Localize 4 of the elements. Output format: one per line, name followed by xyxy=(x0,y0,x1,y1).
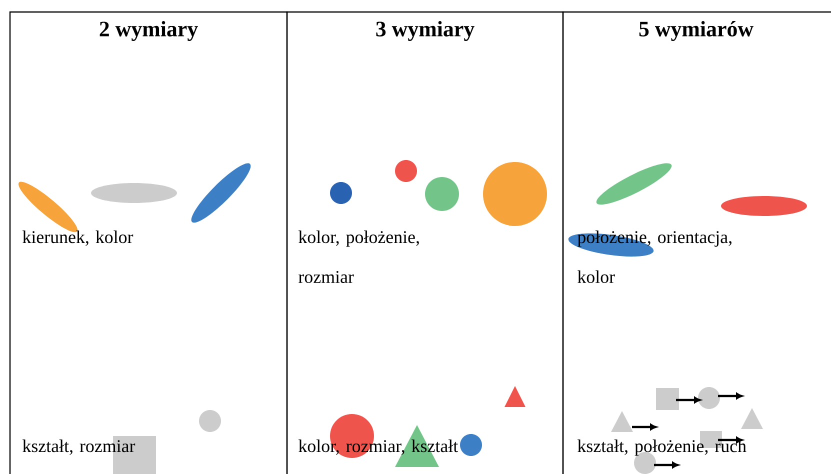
description-text: kształt, położenie, ruch xyxy=(578,440,746,456)
description-text: kształt, rozmiar xyxy=(22,440,136,455)
description-text: kierunek, kolor xyxy=(22,230,134,246)
description-text: kolor, położenie, rozmiar xyxy=(298,230,419,284)
